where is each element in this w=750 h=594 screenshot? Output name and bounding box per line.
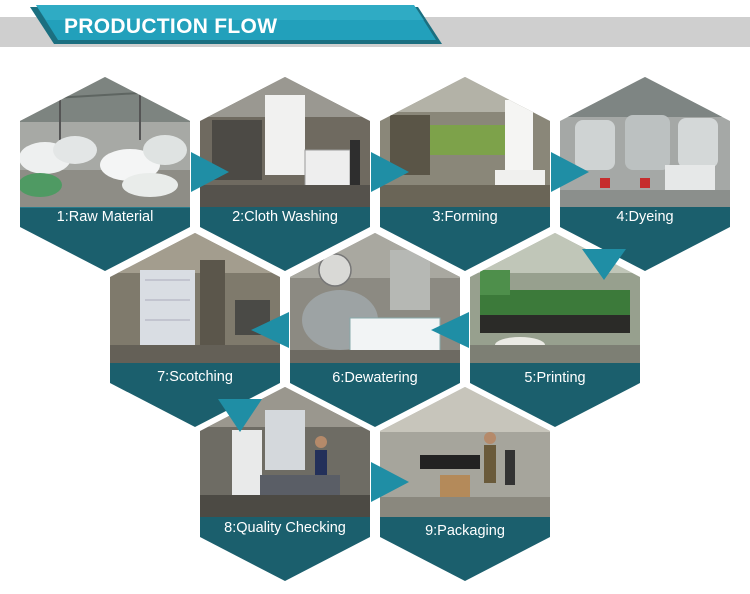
step-label-printing: 5:Printing	[524, 370, 586, 386]
step-label-dyeing: 4:Dyeing	[616, 209, 674, 225]
header-banner: PRODUCTION FLOW	[0, 0, 750, 60]
step-label-quality-checking: 8:Quality Checking	[224, 520, 346, 536]
step-packaging	[380, 387, 550, 581]
step-label-packaging: 9:Packaging	[425, 523, 505, 539]
step-quality-checking	[200, 387, 370, 581]
arrow-left-icon	[251, 312, 289, 348]
step-label-forming: 3:Forming	[432, 209, 498, 225]
step-forming	[380, 77, 550, 271]
arrow-right-icon	[551, 152, 589, 192]
arrow-left-icon	[431, 312, 469, 348]
arrow-down-icon	[218, 399, 262, 432]
step-label-dewatering: 6:Dewatering	[332, 370, 418, 386]
arrow-right-icon	[371, 462, 409, 502]
page-title: PRODUCTION FLOW	[64, 15, 278, 38]
arrow-down-icon	[582, 249, 626, 280]
header-banner-graphic	[0, 5, 750, 47]
step-cloth-washing	[200, 77, 370, 271]
washing-machine-photo	[200, 77, 370, 207]
step-label-scotching: 7:Scotching	[157, 369, 233, 385]
step-dyeing	[560, 77, 730, 271]
step-raw-material	[20, 77, 190, 271]
warehouse-photo	[20, 77, 190, 207]
forming-machine-photo	[380, 77, 550, 207]
step-label-cloth-washing: 2:Cloth Washing	[232, 209, 338, 225]
arrow-right-icon	[191, 152, 229, 192]
flow-arrows	[191, 152, 626, 502]
dyeing-machine-photo	[560, 77, 730, 207]
step-label-raw-material: 1:Raw Material	[56, 209, 154, 225]
arrow-right-icon	[371, 152, 409, 192]
